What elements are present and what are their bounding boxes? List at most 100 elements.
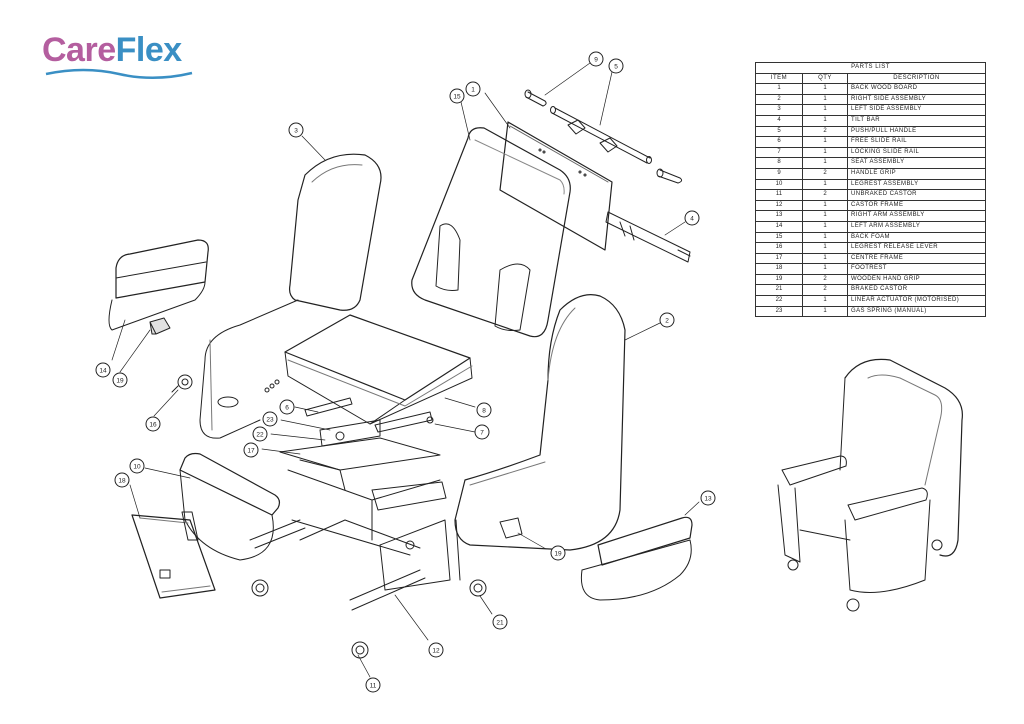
cell-item: 4 xyxy=(755,114,803,127)
cell-description: BACK FOAM xyxy=(847,231,986,244)
cell-qty: 2 xyxy=(802,189,848,201)
callout-23: 23 xyxy=(262,411,278,427)
svg-text:18: 18 xyxy=(118,477,126,484)
cell-qty: 2 xyxy=(802,273,848,286)
callout-15: 15 xyxy=(449,88,465,104)
cell-qty: 1 xyxy=(802,231,848,244)
cell-description: LEFT SIDE ASSEMBLY xyxy=(847,104,986,116)
callout-8: 8 xyxy=(476,402,492,418)
cell-item: 18 xyxy=(755,263,803,275)
callout-19-right: 19 xyxy=(550,545,566,561)
column-header-qty: QTY xyxy=(802,72,848,85)
right-side-assembly-part xyxy=(454,294,626,581)
callout-13: 13 xyxy=(700,490,716,506)
cell-description: CENTRE FRAME xyxy=(847,252,986,265)
cell-item: 5 xyxy=(755,125,803,138)
centre-mechanism-part xyxy=(279,397,441,491)
parts-list-title: PARTS LIST xyxy=(755,62,986,74)
legrest-assembly-part xyxy=(179,452,281,561)
callout-14: 14 xyxy=(95,362,111,378)
svg-text:17: 17 xyxy=(247,447,255,454)
svg-text:5: 5 xyxy=(614,63,618,70)
callout-18: 18 xyxy=(114,472,130,488)
cell-description: LOCKING SLIDE RAIL xyxy=(847,146,986,159)
cell-item: 9 xyxy=(755,167,803,180)
footrest-part xyxy=(131,511,216,599)
cell-qty: 1 xyxy=(802,242,848,254)
cell-item: 15 xyxy=(755,231,803,244)
wooden-hand-grip-part-right xyxy=(499,517,523,539)
left-arm-assembly-part xyxy=(108,239,209,331)
svg-text:7: 7 xyxy=(480,429,484,436)
callout-17: 17 xyxy=(243,442,259,458)
column-header-item: ITEM xyxy=(755,72,803,85)
cell-qty: 1 xyxy=(802,210,848,222)
callout-16: 16 xyxy=(145,416,161,432)
svg-text:11: 11 xyxy=(370,682,377,689)
logo-wave xyxy=(45,68,193,80)
svg-text:16: 16 xyxy=(149,421,157,428)
cell-qty: 1 xyxy=(802,104,848,116)
callout-1: 1 xyxy=(465,81,481,97)
cell-item: 1 xyxy=(755,83,803,95)
tilt-bar-part xyxy=(605,211,691,263)
cell-description: SEAT ASSEMBLY xyxy=(847,157,986,169)
cell-description: WOODEN HAND GRIP xyxy=(847,273,986,286)
cell-qty: 1 xyxy=(802,178,848,191)
cell-item: 8 xyxy=(755,157,803,169)
cell-qty: 1 xyxy=(802,305,848,318)
cell-description: RIGHT ARM ASSEMBLY xyxy=(847,210,986,222)
svg-text:4: 4 xyxy=(690,215,694,222)
cell-item: 17 xyxy=(755,252,803,265)
callout-11: 11 xyxy=(365,677,381,693)
logo-text-flex: Flex xyxy=(115,31,183,69)
cell-item: 3 xyxy=(755,104,803,116)
cell-item: 2 xyxy=(755,93,803,106)
careflex-logo: CareFlex xyxy=(42,30,202,82)
callout-6: 6 xyxy=(279,399,295,415)
cell-item: 7 xyxy=(755,146,803,159)
cell-qty: 1 xyxy=(802,199,848,212)
svg-text:3: 3 xyxy=(294,127,298,134)
svg-text:9: 9 xyxy=(594,56,598,63)
cell-qty: 1 xyxy=(802,220,848,233)
svg-text:8: 8 xyxy=(482,407,486,414)
cell-qty: 1 xyxy=(802,157,848,169)
legrest-release-lever-part xyxy=(171,374,193,393)
cell-item: 13 xyxy=(755,210,803,222)
callout-3: 3 xyxy=(288,122,304,138)
svg-text:21: 21 xyxy=(496,619,504,626)
cell-description: LEFT ARM ASSEMBLY xyxy=(847,220,986,233)
cell-description: PUSH/PULL HANDLE xyxy=(847,125,986,138)
callout-21: 21 xyxy=(492,614,508,630)
svg-text:6: 6 xyxy=(285,404,289,411)
push-pull-handle-part xyxy=(550,106,652,164)
cell-qty: 1 xyxy=(802,114,848,127)
cell-description: LEGREST ASSEMBLY xyxy=(847,178,986,191)
cell-description: GAS SPRING (MANUAL) xyxy=(847,305,986,318)
cell-item: 14 xyxy=(755,220,803,233)
svg-text:13: 13 xyxy=(704,495,712,502)
left-side-assembly-part xyxy=(199,153,382,439)
callout-leaders xyxy=(111,62,700,678)
cell-description: UNBRAKED CASTOR xyxy=(847,189,986,201)
svg-text:2: 2 xyxy=(665,317,669,324)
cell-qty: 1 xyxy=(802,146,848,159)
